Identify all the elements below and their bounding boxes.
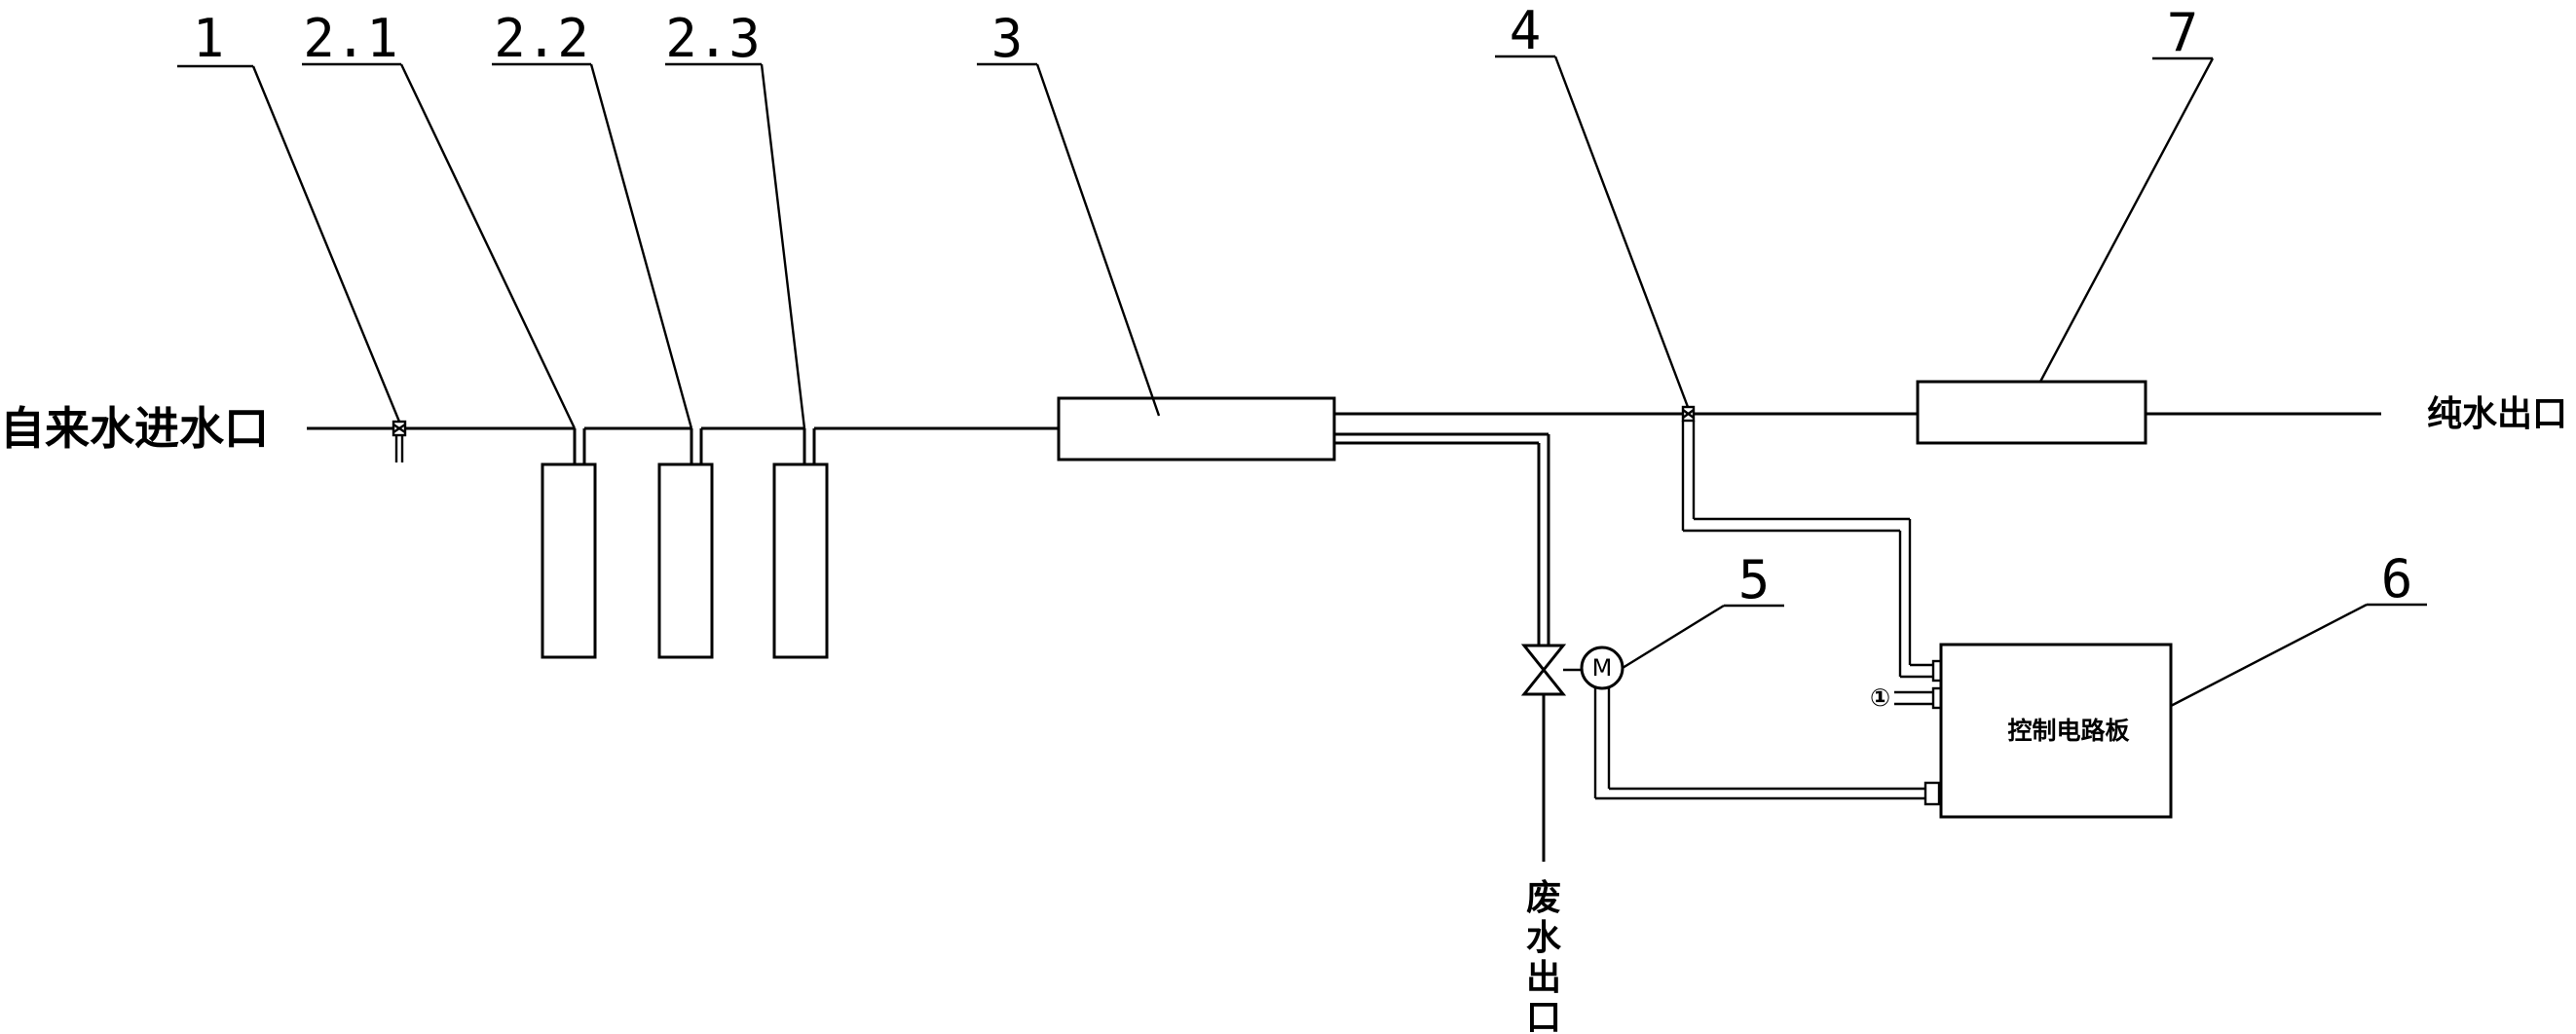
ro-membrane: [1057, 396, 1336, 462]
callout-2-2: 2.2: [494, 8, 589, 69]
post-filter: [1916, 380, 2147, 445]
waste-water-line: [1334, 432, 1550, 862]
filter-cartridge-2-2: [657, 462, 714, 659]
port-1-marker: ①: [1870, 683, 1890, 712]
waste-label-char-2: 水: [1526, 918, 1562, 958]
motor-letter: M: [1592, 654, 1613, 682]
filter-cartridge-2-1: [541, 462, 597, 659]
inlet-label: 自来水进水口: [0, 402, 269, 455]
control-board-label: 控制电路板: [2007, 717, 2129, 745]
waste-water-outlet-label: 废 水 出 口: [1526, 878, 1562, 1034]
callout-5: 5: [1738, 549, 1771, 610]
waste-label-char-1: 废: [1526, 878, 1561, 918]
callout-6: 6: [2381, 548, 2413, 609]
callout-1: 1: [193, 8, 225, 69]
control-board: [1939, 643, 2173, 819]
motor-icon: M: [1563, 646, 1624, 690]
leader-lines: [177, 55, 2427, 708]
callout-4: 4: [1510, 0, 1542, 61]
filter-cartridge-2-3: [772, 462, 829, 659]
port-1: ①: [1870, 683, 1949, 712]
waste-valve-icon: [1520, 644, 1567, 696]
callout-7: 7: [2167, 2, 2199, 63]
inlet-sensor: [392, 420, 407, 462]
waste-label-char-4: 口: [1526, 998, 1561, 1034]
callout-2-3: 2.3: [665, 8, 761, 69]
callout-2-1: 2.1: [303, 8, 398, 69]
main-water-line: [307, 412, 2381, 464]
sensor-wire: [1681, 421, 1949, 683]
waste-label-char-3: 出: [1526, 958, 1561, 998]
pure-water-outlet-label: 纯水出口: [2427, 394, 2567, 434]
flow-sensor: [1681, 405, 1696, 423]
callout-3: 3: [991, 8, 1024, 69]
motor-wire: [1593, 688, 1941, 806]
